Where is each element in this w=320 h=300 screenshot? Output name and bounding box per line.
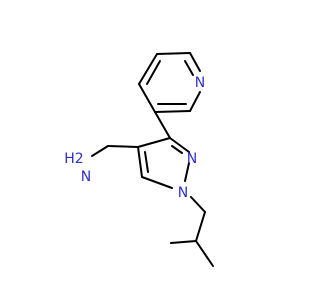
ch-ch3-bond <box>195 240 214 267</box>
bond <box>156 52 191 55</box>
pyridine-ring <box>138 52 201 113</box>
bond <box>169 137 190 153</box>
amine-n-label: N <box>81 169 91 185</box>
bond <box>138 83 156 113</box>
bond <box>141 176 173 189</box>
amine-h2-label: H2 <box>64 151 83 167</box>
structure-svg: N N N H2 N <box>64 52 214 267</box>
ch-ch3-bond <box>170 240 197 244</box>
ring-link-bond <box>154 111 171 139</box>
pyridine-n-label: N <box>195 75 205 91</box>
bond <box>137 137 171 148</box>
bond <box>137 146 143 178</box>
ch2-n-bond <box>91 145 109 157</box>
pyrazole-ring <box>137 137 190 189</box>
bond <box>189 52 201 72</box>
double-bond-inner <box>171 145 183 154</box>
double-bond-inner <box>146 60 161 85</box>
molecule-diagram: N N N H2 N <box>64 52 214 267</box>
bond <box>184 162 190 182</box>
bond <box>138 53 158 85</box>
bond <box>154 110 191 113</box>
pyrazole-n2-label: N <box>187 151 197 167</box>
double-bond-inner <box>144 151 149 173</box>
ch2-bond <box>107 145 139 148</box>
ch2-ch-bond <box>195 211 206 242</box>
n1-ch2-bond <box>190 196 206 213</box>
double-bond-inner <box>184 60 194 76</box>
bond <box>189 91 201 112</box>
pyrazole-n1-label: N <box>178 185 188 201</box>
